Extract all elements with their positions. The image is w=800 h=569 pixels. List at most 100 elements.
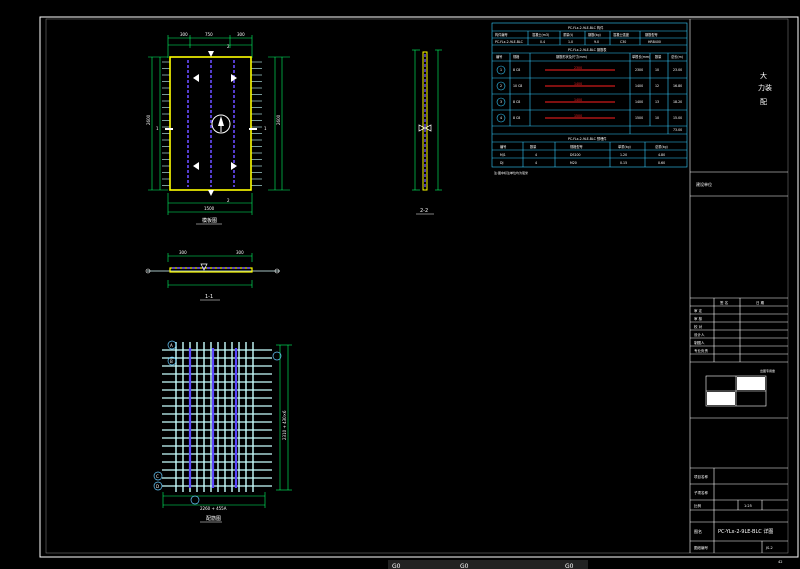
svg-text:混凝土(m3): 混凝土(m3) [532, 32, 549, 37]
svg-text:C: C [156, 474, 159, 479]
axis-bubble-b [167, 356, 177, 366]
svg-text:编号: 编号 [500, 144, 506, 149]
svg-text:PC-YLx-2-9LE-BLC 预埋件: PC-YLx-2-9LE-BLC 预埋件 [568, 136, 607, 141]
section-2-2[interactable]: 2-2 [412, 49, 442, 215]
svg-text:1500: 1500 [574, 114, 582, 118]
svg-text:签 名: 签 名 [720, 300, 728, 305]
svg-text:PC-YLx-2-9LE-BLC 构件: PC-YLx-2-9LE-BLC 构件 [568, 25, 604, 30]
svg-text:300: 300 [179, 250, 187, 255]
section-1-1[interactable]: 300 300 1-1 [145, 250, 280, 301]
svg-text:数量: 数量 [530, 144, 537, 149]
svg-text:12: 12 [655, 84, 659, 88]
svg-text:单重(kg): 单重(kg) [618, 144, 631, 149]
status-right: G0 [565, 563, 574, 569]
svg-text:23.00: 23.00 [673, 68, 682, 72]
status-left: G0 [392, 563, 401, 569]
svg-text:1: 1 [500, 68, 502, 72]
drawing-title: PC-YLx-2-9LE-BLC 详图 [718, 528, 773, 535]
svg-text:1: 1 [156, 126, 159, 131]
svg-text:15.00: 15.00 [673, 116, 682, 120]
rebar-width-dim: 2260 + 455A [200, 506, 227, 511]
svg-text:13: 13 [655, 100, 659, 104]
axis-bubble-d [153, 481, 163, 491]
title-block[interactable] [689, 19, 788, 553]
svg-text:0.60: 0.60 [658, 161, 665, 165]
svg-text:1500: 1500 [635, 116, 643, 120]
svg-text:1: 1 [264, 126, 267, 131]
svg-text:8 C8: 8 C8 [513, 68, 520, 72]
svg-text:C30: C30 [620, 40, 626, 44]
section-slab [169, 267, 253, 273]
svg-text:10: 10 [655, 116, 659, 120]
svg-text:DS100: DS100 [570, 153, 581, 157]
status-bar[interactable]: G0 G0 G0 [388, 560, 588, 569]
svg-text:4: 4 [535, 161, 537, 165]
svg-text:0.15: 0.15 [620, 161, 627, 165]
svg-text:18.20: 18.20 [673, 100, 682, 104]
svg-text:1.20: 1.20 [620, 153, 627, 157]
svg-text:D: D [156, 484, 159, 489]
svg-text:8 C8: 8 C8 [513, 116, 520, 120]
project-label: 建设单位 [696, 181, 712, 187]
axis-bubble-c [153, 471, 163, 481]
svg-text:73.00: 73.00 [673, 128, 682, 132]
svg-text:HRB400: HRB400 [648, 40, 661, 44]
svg-text:数量: 数量 [655, 54, 662, 59]
svg-text:审 定: 审 定 [694, 308, 703, 313]
svg-text:项目名称: 项目名称 [694, 474, 708, 479]
section-2-caption: 2-2 [420, 208, 428, 214]
dim-height: 2600 [146, 114, 151, 125]
svg-text:总长(m): 总长(m) [671, 54, 683, 59]
svg-text:9.0: 9.0 [594, 40, 599, 44]
svg-text:1400: 1400 [574, 98, 582, 102]
svg-text:PC-YLx-2-9LE-BLC 钢筋表: PC-YLx-2-9LE-BLC 钢筋表 [568, 47, 607, 52]
svg-text:10: 10 [655, 68, 659, 72]
svg-text:2300: 2300 [574, 66, 582, 70]
tables[interactable] [491, 22, 688, 168]
dim-width: 1500 [204, 206, 215, 211]
svg-text:2: 2 [227, 44, 230, 49]
plan-view[interactable]: 2 2 1 1 300 750 300 2600 2600 1500 模板图 [146, 32, 290, 225]
dim-top-3: 300 [237, 32, 245, 37]
svg-text:专业负责: 专业负责 [694, 348, 708, 353]
outer-frame [39, 16, 799, 558]
svg-text:总重(kg): 总重(kg) [655, 144, 668, 149]
dim-top-1: 300 [180, 32, 188, 37]
inner-frame [45, 18, 789, 554]
svg-text:子项名称: 子项名称 [694, 490, 708, 495]
svg-text:10 C8: 10 C8 [513, 84, 522, 88]
svg-text:钢筋(kg): 钢筋(kg) [588, 32, 601, 37]
north-arrow-icon [211, 114, 231, 134]
svg-text:钢筋形状及尺寸(mm): 钢筋形状及尺寸(mm) [556, 54, 587, 59]
svg-text:规格型号: 规格型号 [570, 144, 583, 149]
svg-text:8 C8: 8 C8 [513, 100, 520, 104]
rebar-view[interactable]: A B C D 2260 + 455A 2310 + 430×6 配筋图 [153, 340, 292, 523]
rebar-caption: 配筋图 [206, 515, 221, 522]
svg-text:钢筋型号: 钢筋型号 [645, 32, 658, 37]
svg-text:构件编号: 构件编号 [495, 32, 508, 37]
svg-text:4: 4 [535, 153, 537, 157]
plan-caption: 模板图 [202, 217, 217, 224]
dim-top-2: 750 [205, 32, 213, 37]
svg-text:1400: 1400 [635, 84, 643, 88]
svg-text:PC-YLx-2-9LE-BLC: PC-YLx-2-9LE-BLC [495, 40, 524, 44]
svg-text:A: A [170, 343, 173, 348]
svg-text:校 对: 校 对 [694, 324, 703, 329]
note-line: 注:图中标注单位均为毫米 [494, 170, 528, 175]
section-1-caption: 1-1 [205, 294, 213, 300]
company-line-2: 力装 [758, 83, 772, 92]
svg-text:混凝土强度: 混凝土强度 [613, 32, 630, 37]
svg-text:MJ1: MJ1 [500, 153, 506, 157]
svg-text:4.80: 4.80 [658, 153, 665, 157]
svg-text:2600: 2600 [276, 114, 281, 125]
svg-text:1400: 1400 [574, 82, 582, 86]
svg-text:2: 2 [227, 198, 230, 203]
lifting-point-icon [193, 51, 237, 196]
axis-bubble-a [167, 340, 177, 350]
svg-text:编号: 编号 [496, 54, 502, 59]
table-text: PC-YLx-2-9LE-BLC 构件 构件编号 混凝土(m3) 重量(t) 钢… [495, 25, 683, 165]
svg-text:日 期: 日 期 [756, 300, 765, 305]
company-line-3: 配 [760, 98, 767, 106]
page-number: 42 [778, 560, 782, 564]
